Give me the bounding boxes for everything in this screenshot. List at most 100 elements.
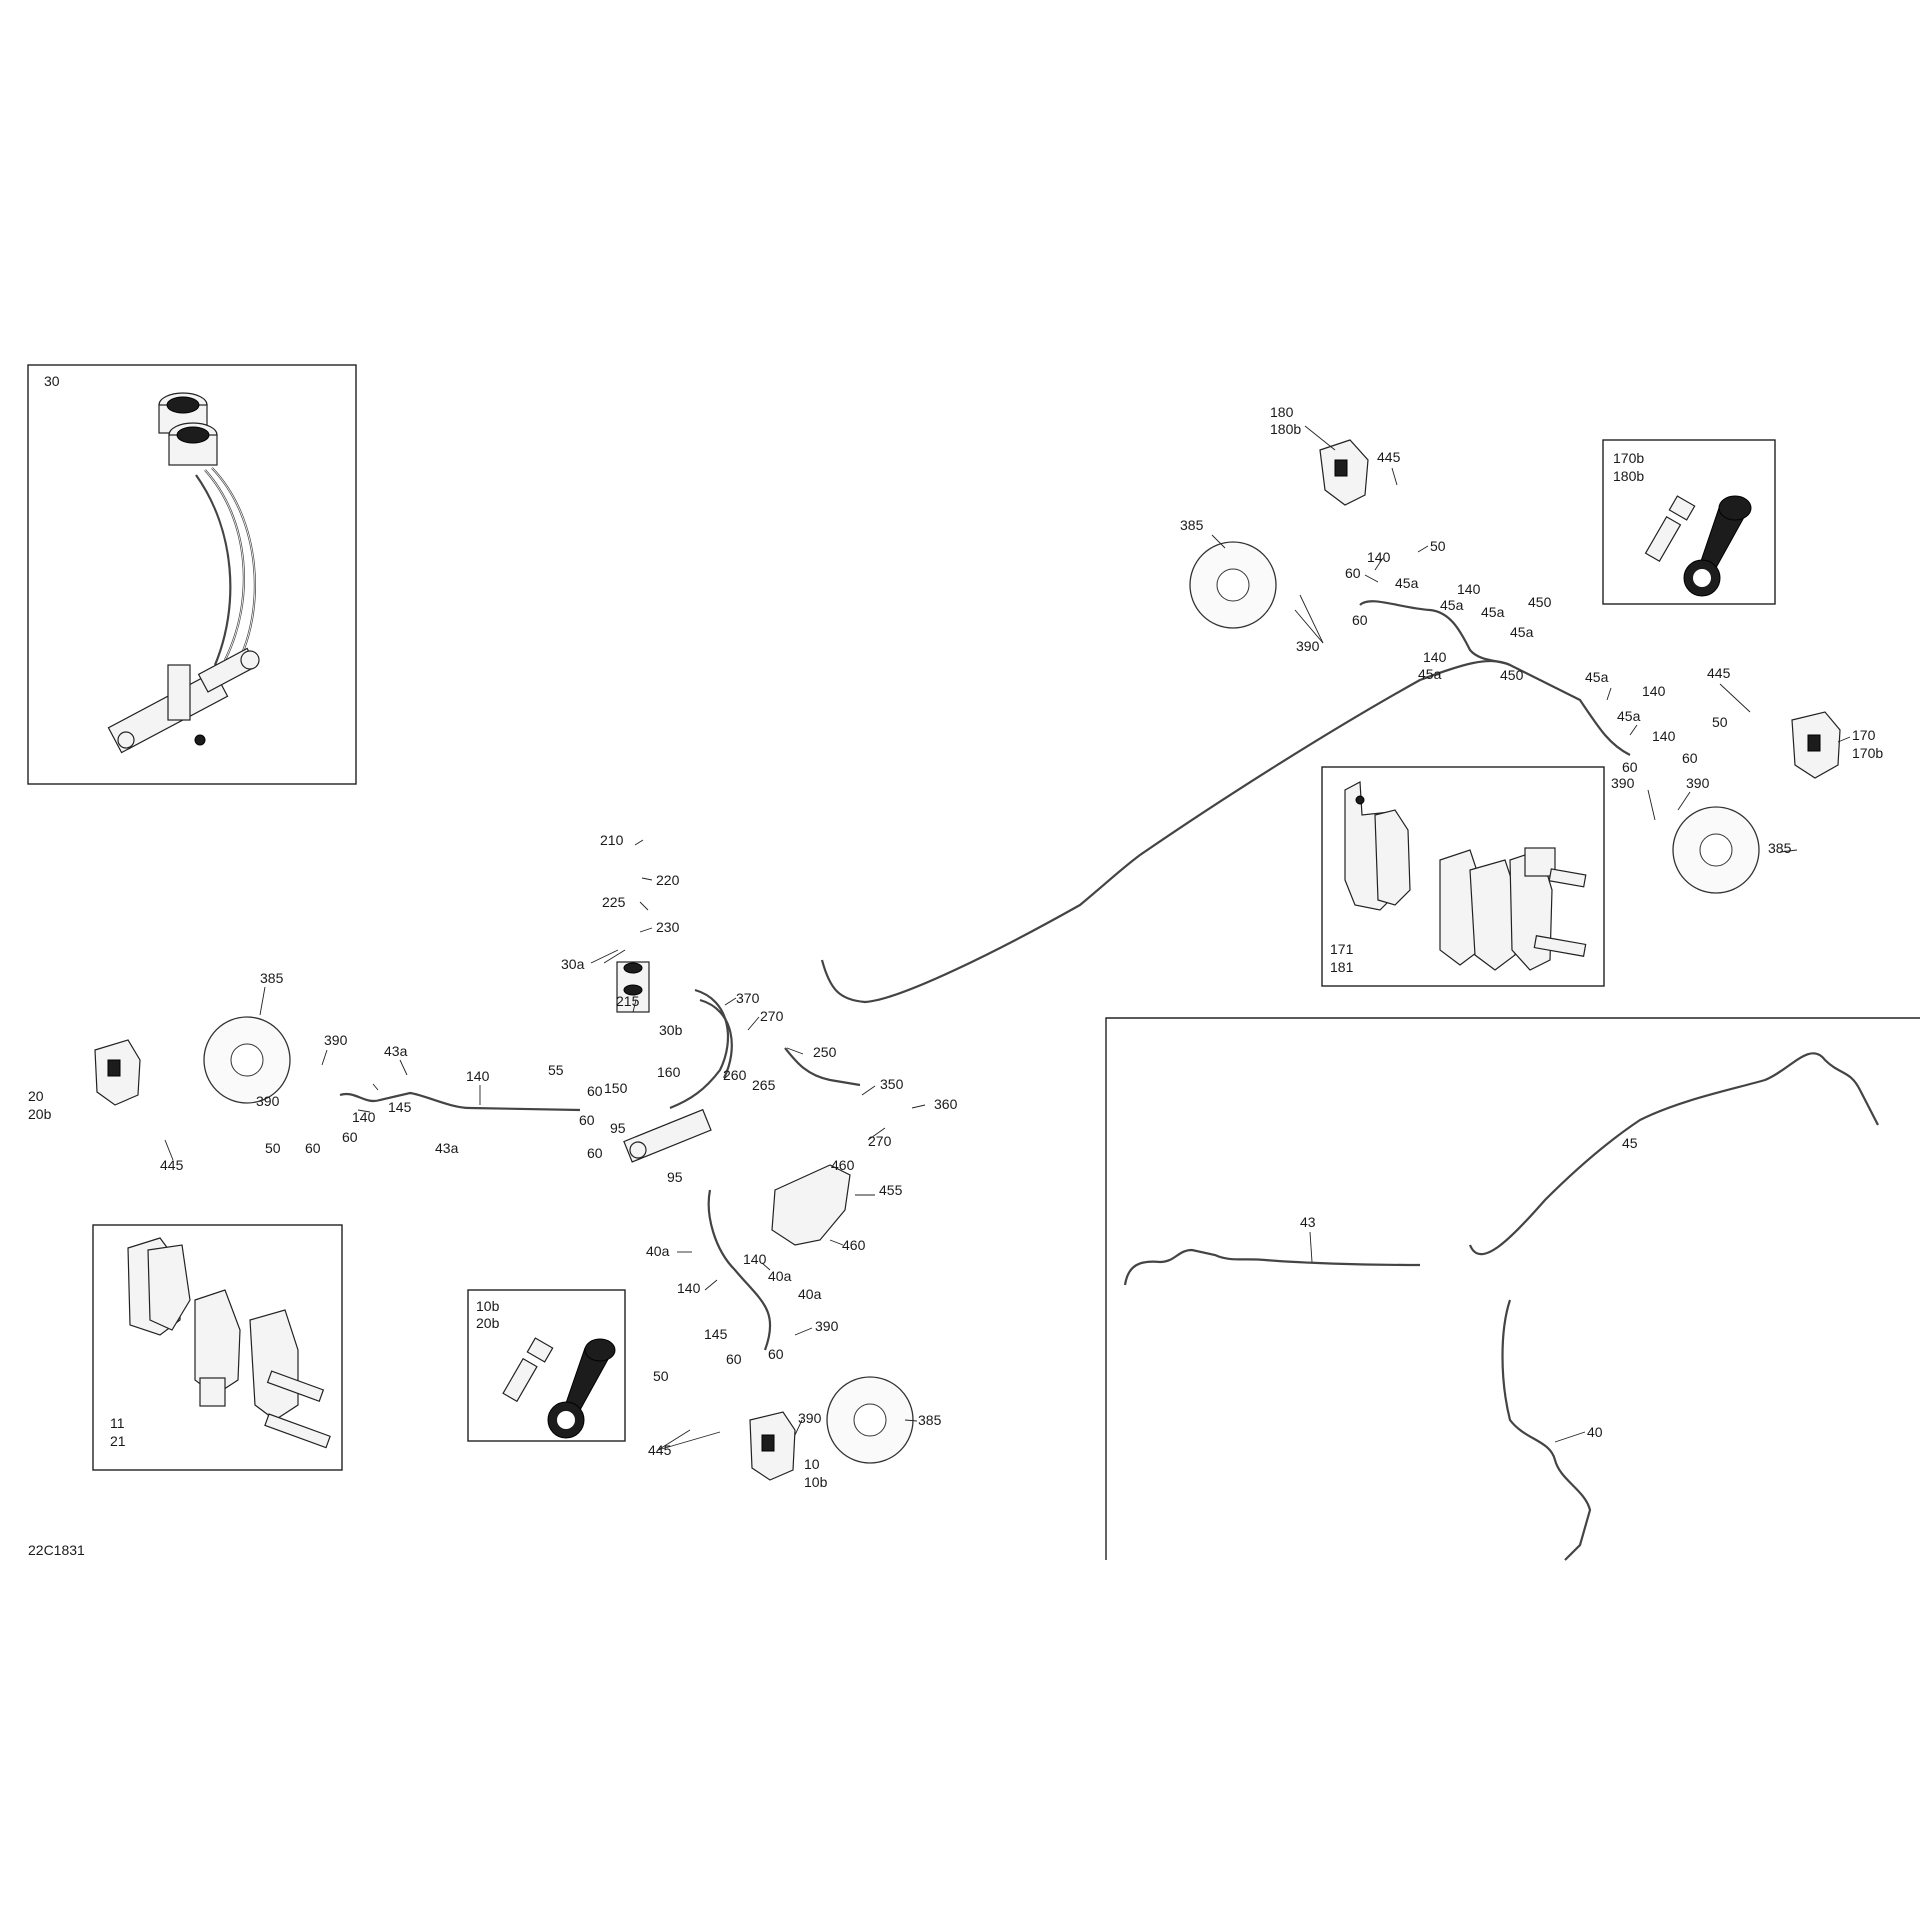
leader-line bbox=[603, 949, 626, 964]
callouts-rear-left: 180 180b 445 385 50 140 60 45a 140 45a 6… bbox=[1180, 404, 1552, 683]
callout: 60 bbox=[726, 1351, 742, 1367]
bleeder-cap-icon bbox=[547, 1338, 616, 1439]
callout: 385 bbox=[260, 970, 284, 986]
bleeder-screw-icon bbox=[1644, 495, 1696, 563]
leader-line bbox=[639, 901, 649, 911]
brake-line-40 bbox=[1501, 1299, 1592, 1561]
inset-label: 21 bbox=[110, 1433, 126, 1449]
brake-line-45 bbox=[1468, 1052, 1879, 1256]
brake-caliper-rear-right bbox=[1791, 711, 1841, 779]
callout: 445 bbox=[1377, 449, 1401, 465]
callout: 45a bbox=[1510, 624, 1534, 640]
leader-line bbox=[794, 1419, 803, 1436]
leader-line bbox=[321, 1049, 328, 1066]
callout: 445 bbox=[1707, 665, 1731, 681]
brake-caliper-front-right bbox=[749, 1411, 796, 1481]
callout: 60 bbox=[587, 1145, 603, 1161]
callout: 445 bbox=[160, 1157, 184, 1173]
callout: 265 bbox=[752, 1077, 776, 1093]
callout: 10b bbox=[804, 1474, 828, 1490]
brake-caliper-front-left bbox=[94, 1039, 141, 1106]
line-label: 45 bbox=[1622, 1135, 1638, 1151]
leader-line bbox=[867, 1127, 886, 1141]
callout: 455 bbox=[879, 1182, 903, 1198]
callout: 20b bbox=[28, 1106, 52, 1122]
callout: 45a bbox=[1418, 666, 1442, 682]
callout: 370 bbox=[736, 990, 760, 1006]
leader-line bbox=[1647, 789, 1656, 821]
callout: 170b bbox=[1852, 745, 1883, 761]
brake-pad-illustration bbox=[127, 1237, 331, 1449]
leader-line bbox=[1374, 557, 1384, 571]
callout: 30b bbox=[659, 1022, 683, 1038]
leader-line bbox=[1417, 545, 1429, 553]
brake-pad-illustration bbox=[1344, 781, 1587, 971]
callout: 60 bbox=[1622, 759, 1638, 775]
leader-line bbox=[1211, 534, 1226, 549]
heat-shield-455 bbox=[771, 1164, 851, 1246]
callout: 140 bbox=[1367, 549, 1391, 565]
inset-label: 20b bbox=[476, 1315, 500, 1331]
leader-line bbox=[1304, 425, 1336, 451]
callout: 140 bbox=[1457, 581, 1481, 597]
callout: 10 bbox=[804, 1456, 820, 1472]
inset-rear-pads: 171 181 bbox=[1321, 766, 1605, 987]
callout: 43a bbox=[435, 1140, 459, 1156]
leader-line bbox=[829, 1239, 844, 1246]
line-label: 43 bbox=[1300, 1214, 1316, 1230]
callout: 45a bbox=[1481, 604, 1505, 620]
leader-line bbox=[704, 1279, 718, 1291]
callout: 460 bbox=[842, 1237, 866, 1253]
callout: 390 bbox=[798, 1410, 822, 1426]
callout: 45a bbox=[1617, 708, 1641, 724]
callout: 140 bbox=[1423, 649, 1447, 665]
callout: 210 bbox=[600, 832, 624, 848]
callout: 385 bbox=[918, 1412, 942, 1428]
callout: 60 bbox=[768, 1346, 784, 1362]
brake-disc-front-right bbox=[826, 1376, 914, 1464]
hose-30b bbox=[699, 998, 733, 1079]
callout: 150 bbox=[604, 1080, 628, 1096]
brake-disc-rear-right bbox=[1672, 806, 1760, 894]
callout: 180b bbox=[1270, 421, 1301, 437]
bleeder-screw-icon bbox=[502, 1337, 554, 1403]
leader-line bbox=[1364, 574, 1379, 583]
reservoir-30a bbox=[616, 961, 650, 1013]
callout: 40a bbox=[798, 1286, 822, 1302]
leader-line bbox=[634, 839, 644, 846]
callout: 250 bbox=[813, 1044, 837, 1060]
leader-line bbox=[1677, 791, 1691, 811]
callout: 50 bbox=[265, 1140, 281, 1156]
leader-line bbox=[911, 1104, 926, 1109]
callout: 60 bbox=[1352, 612, 1368, 628]
leader-line bbox=[164, 1139, 174, 1161]
callout: 460 bbox=[831, 1157, 855, 1173]
inset-front-pads: 11 21 bbox=[92, 1224, 343, 1471]
leader-line bbox=[904, 1419, 918, 1422]
callout: 60 bbox=[1345, 565, 1361, 581]
callout: 220 bbox=[656, 872, 680, 888]
callout: 450 bbox=[1500, 667, 1524, 683]
leader-line bbox=[657, 1431, 721, 1451]
callout: 60 bbox=[579, 1112, 595, 1128]
leader-line bbox=[1629, 724, 1638, 736]
leader-line bbox=[641, 877, 653, 881]
callout: 445 bbox=[648, 1442, 672, 1458]
callouts-rear-right: 445 45a 140 45a 50 140 60 60 390 390 170… bbox=[1585, 665, 1883, 856]
callout: 140 bbox=[466, 1068, 490, 1084]
leader-line bbox=[1299, 594, 1324, 644]
front-left-line bbox=[339, 1091, 581, 1112]
master-cylinder-assembly-illustration bbox=[107, 392, 260, 754]
diagram-reference: 22C1831 bbox=[28, 1542, 85, 1558]
leader-line bbox=[1606, 687, 1612, 701]
leader-line bbox=[747, 1016, 760, 1031]
inset-label: 10b bbox=[476, 1298, 500, 1314]
inset-label: 181 bbox=[1330, 959, 1354, 975]
leader-line bbox=[1837, 736, 1851, 743]
inset-label: 171 bbox=[1330, 941, 1354, 957]
callout: 160 bbox=[657, 1064, 681, 1080]
callout: 180 bbox=[1270, 404, 1294, 420]
callout: 145 bbox=[388, 1099, 412, 1115]
brake-line-43 bbox=[1123, 1248, 1421, 1286]
